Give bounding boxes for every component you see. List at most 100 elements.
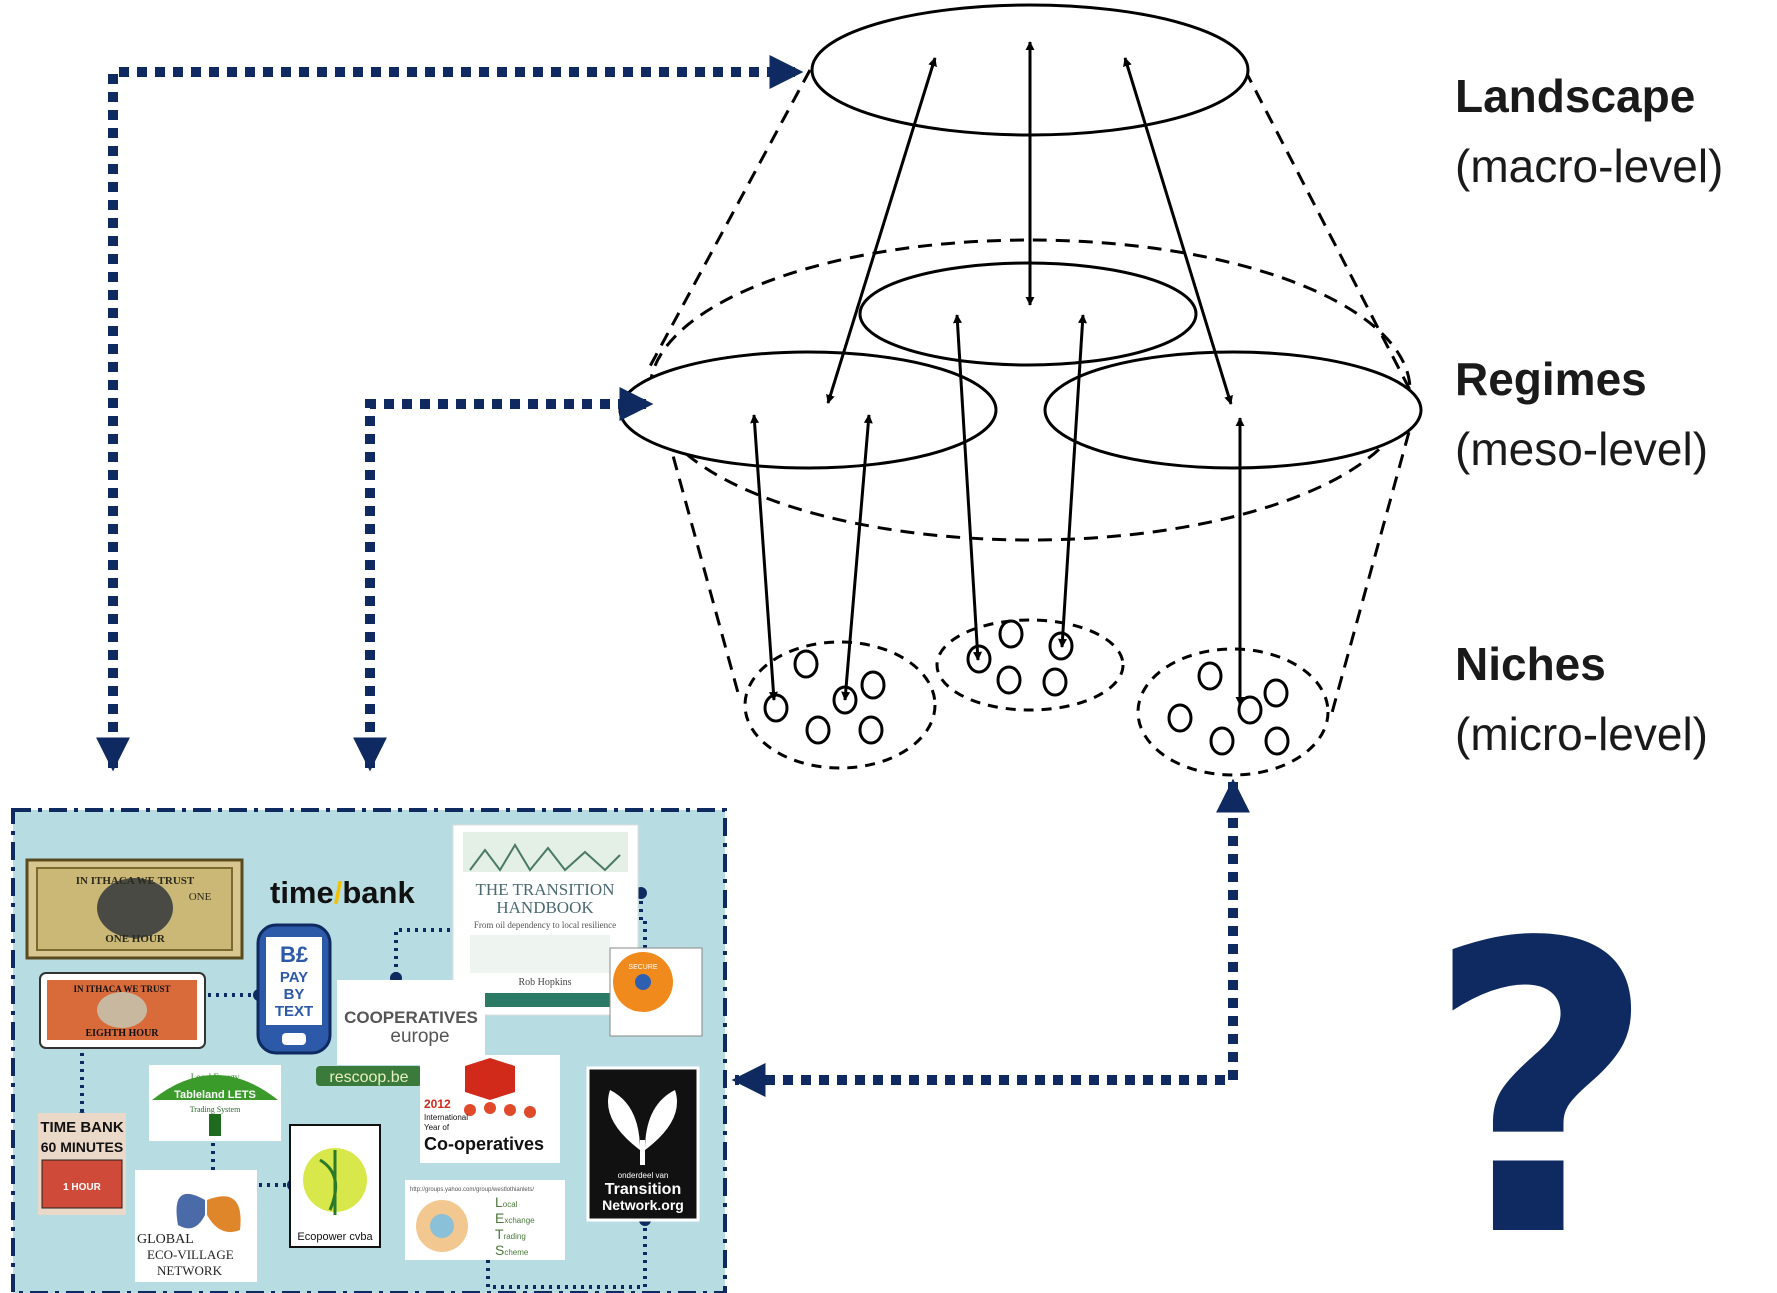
iyc-figure — [504, 1104, 516, 1116]
regime-ellipse-right — [1043, 350, 1423, 470]
gen-line-3: NETWORK — [157, 1263, 223, 1278]
handbook-author: Rob Hopkins — [518, 977, 571, 988]
tb60-line-2: 60 MINUTES — [41, 1139, 123, 1155]
lets-line-2: Tableland LETS — [174, 1089, 256, 1101]
tableland-lets-logo: Local Energy Tableland LETS Trading Syst… — [149, 1065, 281, 1141]
niche-circle — [1209, 726, 1235, 756]
local-initiatives-panel: IN ITHACA WE TRUST ONE HOUR ONE time/ban… — [11, 808, 727, 1293]
secure-label: SECURE — [628, 964, 658, 971]
note-portrait — [97, 878, 173, 938]
year-of-cooperatives-logo: 2012 International Year of Co-operatives — [420, 1055, 560, 1163]
niche-ellipse-right — [1136, 647, 1330, 777]
handbook-band — [463, 993, 628, 1007]
rescoop-logo: rescoop.be — [316, 1066, 422, 1086]
regime-ellipse-top — [858, 261, 1198, 367]
iyc-figure — [524, 1106, 536, 1118]
tn-stem — [640, 1140, 645, 1165]
ecopower-mark — [319, 1150, 338, 1215]
lets-scheme-e: Exchange — [495, 1210, 535, 1226]
note-one-text: ONE — [189, 891, 212, 903]
lets-s-rest: cheme — [504, 1248, 529, 1257]
handbook-rooftops — [469, 843, 621, 872]
tn-line-3: Network.org — [602, 1197, 684, 1213]
niche-circle — [1264, 726, 1290, 756]
pay-bl: B£ — [280, 942, 309, 967]
timebank-60-logo: TIME BANK 60 MINUTES 1 HOUR — [38, 1113, 126, 1215]
funnel-side-upper-right — [1243, 69, 1412, 391]
lets-scheme-url: http://groups.yahoo.com/group/westlothia… — [410, 1187, 534, 1193]
funnel-side-lower-right — [1328, 409, 1417, 721]
connector-to-regimes — [353, 387, 654, 772]
secure-cd: SECURE — [609, 947, 703, 1037]
question-mark: ? — [1425, 860, 1657, 1293]
niche-circle — [998, 619, 1024, 649]
handbook-title-1: THE TRANSITION — [476, 880, 615, 899]
note-bottom-text: ONE HOUR — [105, 933, 166, 945]
tb60-line-1: TIME BANK — [40, 1119, 123, 1136]
connector-to-landscape — [96, 55, 804, 772]
eighth-emblem — [97, 992, 147, 1028]
niche-circle — [858, 715, 884, 745]
niche-circle — [1042, 667, 1068, 697]
global-ecovillage-logo: GLOBAL ECO-VILLAGE NETWORK — [135, 1170, 257, 1282]
lets-scheme-wheel-inner — [430, 1214, 454, 1238]
iyc-line-3: Co-operatives — [424, 1134, 544, 1154]
lets-e-rest: xchange — [504, 1216, 535, 1225]
timebank-time: time — [270, 875, 334, 910]
rescoop-badge — [316, 1066, 422, 1086]
handbook-lower-illustration — [470, 935, 610, 973]
blue-connectors — [96, 55, 1250, 1097]
niche-ellipse-left — [743, 640, 937, 770]
eighth-bottom-text: EIGHTH HOUR — [85, 1028, 159, 1039]
niche-circle — [793, 649, 819, 679]
timebank-bank: bank — [342, 875, 415, 910]
tb60-line-3: 1 HOUR — [63, 1182, 102, 1193]
pay-by-text-logo: B£ PAY BY TEXT — [256, 923, 332, 1055]
tn-line-2: Transition — [605, 1181, 681, 1198]
transition-handbook-cover: THE TRANSITION HANDBOOK From oil depende… — [452, 824, 639, 1016]
arrow-landscape-regime-left — [826, 57, 937, 404]
note-top-text: IN ITHACA WE TRUST — [76, 875, 195, 887]
arrow-regime-niche-3 — [953, 314, 982, 661]
tn-leaf-right — [645, 1090, 677, 1150]
regimes-sublabel: (meso-level) — [1455, 423, 1708, 475]
lets-tree-canopy — [152, 1075, 278, 1100]
niche-circle — [1237, 695, 1263, 725]
iyc-line-2: Year of — [424, 1123, 450, 1132]
lets-tree-trunk — [209, 1114, 221, 1136]
iyc-cube — [465, 1058, 515, 1100]
niche-circle — [860, 670, 886, 700]
eighth-top-text: IN ITHACA WE TRUST — [74, 984, 171, 994]
lets-e-letter: E — [495, 1210, 504, 1226]
link — [486, 1220, 647, 1289]
cooperatives-europe-logo: COOPERATIVES europe — [337, 980, 485, 1065]
connector-to-niches — [731, 778, 1250, 1097]
lets-scheme-logo: http://groups.yahoo.com/group/westlothia… — [405, 1180, 565, 1260]
lets-scheme-s: Scheme — [495, 1242, 529, 1258]
pay-line-2: BY — [284, 986, 305, 1003]
level-labels: Landscape (macro-level) Regimes (meso-le… — [1455, 70, 1723, 760]
timebank-slash: / — [334, 875, 343, 910]
coops-line-1: COOPERATIVES — [344, 1008, 478, 1027]
niche-circle — [996, 665, 1022, 695]
regime-ellipse-left — [618, 350, 998, 470]
pay-phone-screen — [266, 937, 322, 1025]
ithaca-eighth-note: IN ITHACA WE TRUST EIGHTH HOUR — [39, 972, 206, 1049]
ecopower-logo: Ecopower cvba — [289, 1124, 381, 1248]
regimes-label: Regimes — [1455, 353, 1647, 405]
lets-line-3: Trading System — [190, 1105, 241, 1114]
lets-scheme-t: Trading — [495, 1226, 526, 1242]
iyc-figure — [484, 1102, 496, 1114]
niche-circle — [1197, 661, 1223, 691]
lets-scheme-l: Local — [495, 1194, 518, 1210]
handbook-title-2: HANDBOOK — [496, 898, 594, 917]
ecopower-label: Ecopower cvba — [297, 1231, 373, 1243]
arrow-landscape-regime-right — [1123, 57, 1233, 405]
lets-t-rest: rading — [504, 1232, 526, 1241]
rescoop-label: rescoop.be — [329, 1069, 408, 1086]
timebank-wordmark: time/bank — [270, 875, 415, 910]
transition-network-logo: onderdeel van Transition Network.org — [586, 1066, 700, 1222]
niche-circle — [1263, 678, 1289, 708]
tn-leaf-left — [608, 1090, 640, 1150]
tb60-note — [41, 1159, 123, 1209]
